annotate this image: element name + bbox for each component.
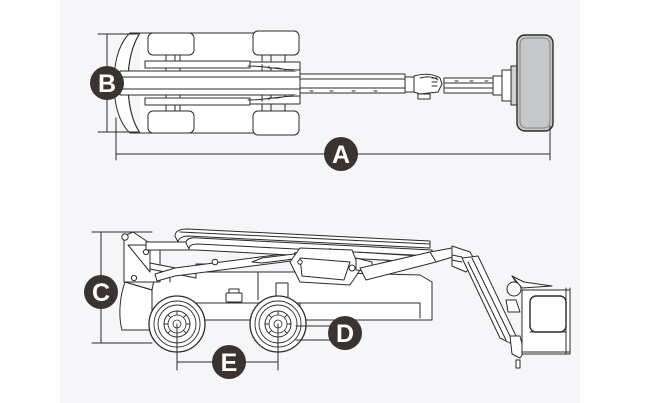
callout-badge-A-label: A <box>332 141 350 169</box>
top-boom-section-2-ribs <box>299 78 406 89</box>
top-boom-section-1-ribs <box>119 76 301 90</box>
top-boom-plate-upper <box>144 60 251 69</box>
callout-badge-C-label: C <box>92 279 110 307</box>
callout-badge-E[interactable]: E <box>212 345 246 379</box>
top-wheel-front-right <box>252 110 300 136</box>
side-basket-control <box>505 299 521 313</box>
side-boom-telescope-1-rib <box>179 231 431 245</box>
top-platform-bracket <box>510 65 518 106</box>
top-boom-knuckle-lug <box>417 93 431 100</box>
side-control-box-top <box>228 288 240 294</box>
dimension-D <box>295 325 335 341</box>
top-view-group <box>113 30 554 136</box>
top-boom-taper-upper <box>247 65 301 71</box>
top-boom-section-1 <box>119 70 301 96</box>
side-counterweight-top <box>124 281 153 291</box>
top-boom-taper-lower <box>247 95 301 101</box>
side-upper-boom-seam <box>429 251 437 263</box>
callout-badge-D-circle <box>328 316 362 350</box>
side-boom-telescope-1 <box>174 228 431 249</box>
top-work-platform <box>516 34 554 132</box>
side-turret-web <box>127 244 151 273</box>
side-chassis-lower-edge-2 <box>299 302 421 319</box>
side-basket-foot <box>515 359 521 369</box>
side-basket-rotator <box>506 281 522 297</box>
top-work-platform-inner-rail <box>519 37 551 129</box>
top-platform-rotator <box>492 75 503 96</box>
side-turret-pivot-lower <box>130 274 138 282</box>
top-boom-knuckle-line <box>419 76 439 81</box>
callout-badge-C-circle <box>84 275 118 309</box>
side-jib-ribs <box>467 257 511 341</box>
side-riser-pin-2 <box>297 259 303 265</box>
top-jib-ribs <box>443 82 494 89</box>
side-riser-pin <box>348 264 356 272</box>
top-jib-section <box>443 77 494 94</box>
callout-badge-A[interactable]: A <box>324 137 358 171</box>
callout-badge-D[interactable]: D <box>328 316 362 350</box>
top-wheel-rear-left <box>147 32 195 56</box>
side-basket-arm <box>511 275 553 289</box>
side-basket-rails-h <box>521 331 571 353</box>
top-boom-knuckle-ribs <box>431 77 438 87</box>
callout-badge-C[interactable]: C <box>84 275 118 309</box>
top-wheel-rear-right <box>147 110 195 134</box>
side-boom-pin-1 <box>211 258 219 266</box>
top-boom-knuckle <box>413 73 443 95</box>
side-basket-posts <box>521 287 571 355</box>
side-counterweight <box>119 281 153 331</box>
side-boom-riser-web <box>299 257 351 281</box>
top-boom-section-2 <box>299 73 406 94</box>
side-control-box <box>225 292 243 303</box>
side-turret-pivot-upper <box>121 233 129 241</box>
top-boom-plate-lower <box>144 97 251 106</box>
callout-badge-E-circle <box>212 345 246 379</box>
top-wheel-front-left <box>252 30 300 56</box>
callout-badge-B-circle <box>90 66 124 100</box>
side-view-group <box>119 228 571 369</box>
top-platform-mount <box>501 69 512 102</box>
callout-badge-B[interactable]: B <box>90 66 124 100</box>
callout-badge-A-circle <box>324 137 358 171</box>
callout-badge-E-label: E <box>221 349 238 377</box>
callout-badge-D-label: D <box>336 320 354 348</box>
callout-badges-group: B A C D E <box>84 66 362 379</box>
side-basket-rail <box>529 295 567 333</box>
side-basket-arm-line <box>511 275 517 283</box>
callout-badge-B-label: B <box>98 70 116 98</box>
top-boom-knuckle-collar <box>404 76 415 93</box>
side-basket-mount <box>509 335 525 359</box>
side-knuckle-lines <box>451 254 463 263</box>
